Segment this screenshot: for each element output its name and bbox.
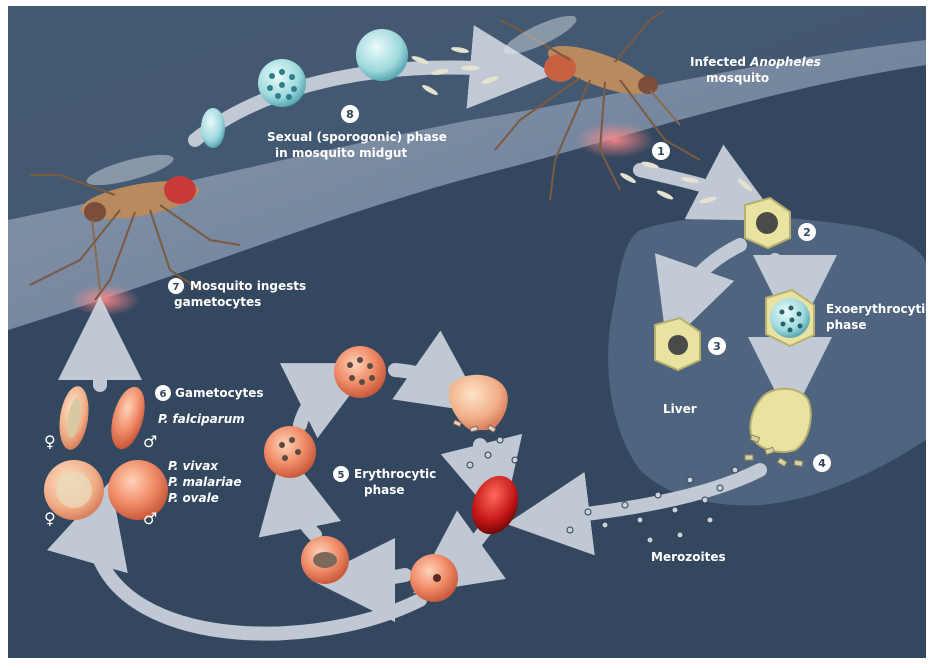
ingests-label: Mosquito ingests [190,279,306,293]
infected-mosquito-label: Infected Anopheles [690,55,821,69]
step-3-number: 3 [713,340,721,353]
p-ovale-label: P. ovale [168,491,219,505]
ingests-label-line2: gametocytes [174,295,261,309]
rupturing-oocyst [356,29,408,81]
arrow-rupture-to-redcell [480,445,490,478]
step-badge-3: 3 [708,337,726,355]
step-badge-2: 2 [798,223,816,241]
step-badge-4: 4 [813,454,831,472]
step-1-number: 1 [657,145,665,158]
step-2-number: 2 [803,226,811,239]
merozoites-label: Merozoites [651,550,726,564]
step-7-number: 7 [173,282,180,293]
early-schizont-cell [264,426,316,478]
male-symbol-top: ♂ [143,432,157,451]
trophozoite-body [313,552,337,568]
exoerythrocytic-label: Exoerythrocytic [826,302,932,316]
sexual-phase-label-line2: in mosquito midgut [275,146,407,160]
step-badge-5: 5 [333,466,349,482]
male-gametocyte-vivax [108,460,168,520]
p-vivax-label: P. vivax [168,459,219,473]
exoerythrocytic-label-line2: phase [826,318,867,332]
bite-mark-infected [575,122,655,158]
female-gametocyte-vivax-body [56,472,92,508]
ring-stage-dot [433,574,441,582]
liver-label: Liver [663,402,697,416]
male-symbol-bottom: ♂ [143,509,157,528]
p-falciparum-label: P. falciparum [158,412,245,426]
erythrocytic-label-line2: phase [364,483,405,497]
step-badge-7: 7 [168,278,184,294]
ookinete-cell [201,108,225,148]
gametocytes-label: Gametocytes [175,386,264,400]
bite-mark-ingest [70,284,140,316]
mature-schizont-cell [334,346,386,398]
erythrocytic-label: Erythrocytic [354,467,436,481]
step-8-number: 8 [346,108,354,121]
step-badge-8: 8 [341,105,359,123]
step-5-number: 5 [338,470,345,481]
p-malariae-label: P. malariae [168,475,242,489]
arrow-ring-to-troph [360,575,405,580]
step-badge-6: 6 [155,385,171,401]
sexual-phase-label: Sexual (sporogonic) phase [267,130,447,144]
infected-mosquito-label-line2: mosquito [706,71,769,85]
female-symbol-bottom: ♀ [44,509,56,528]
step-4-number: 4 [818,457,826,470]
female-symbol-top: ♀ [44,432,56,451]
step-6-number: 6 [160,389,167,400]
step-badge-1: 1 [652,142,670,160]
